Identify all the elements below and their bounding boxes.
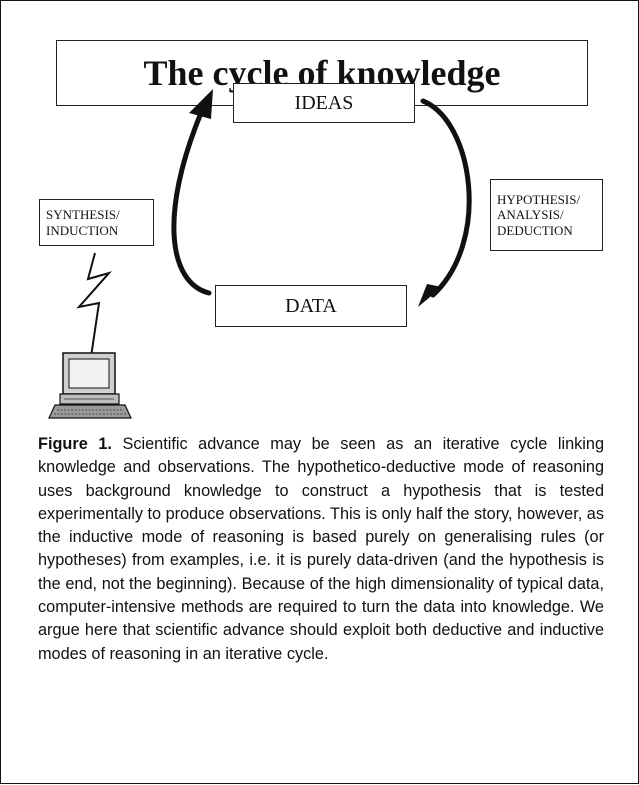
computer-icon	[48, 352, 132, 419]
curved-arrow-icon	[171, 89, 213, 296]
hypothesis-analysis-deduction-node: HYPOTHESIS/ ANALYSIS/ DEDUCTION	[490, 179, 603, 251]
node-label-line: HYPOTHESIS/	[497, 192, 581, 207]
lightning-bolt-icon	[76, 252, 113, 358]
caption-text: Scientific advance may be seen as an ite…	[38, 435, 604, 663]
figure-caption: Figure 1. Scientific advance may be seen…	[38, 433, 604, 666]
caption-label: Figure 1.	[38, 435, 112, 453]
curved-arrow-icon	[418, 98, 472, 307]
node-label-line: ANALYSIS/	[497, 207, 564, 223]
node-label-line: SYNTHESIS/	[46, 207, 120, 223]
synthesis-induction-node: SYNTHESIS/ INDUCTION	[39, 199, 154, 246]
data-node: DATA	[215, 285, 407, 327]
ideas-node: IDEAS	[233, 83, 415, 123]
node-label-line: DEDUCTION	[497, 222, 573, 238]
node-label-line: INDUCTION	[46, 222, 119, 238]
